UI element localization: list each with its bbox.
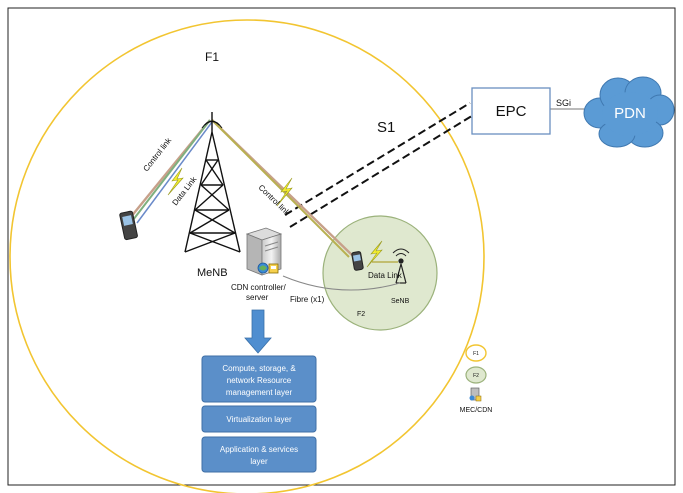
data-link-label: Data Link <box>368 271 403 280</box>
down-arrow-icon <box>244 309 272 354</box>
application-layer-label: Application & services <box>220 445 298 454</box>
legend-f2-symbol <box>465 366 487 384</box>
compute-layer-box <box>201 355 317 403</box>
cdn-controller-label: CDN controller/ <box>231 283 286 292</box>
figure-border <box>7 7 676 486</box>
s1-label: S1 <box>377 119 395 136</box>
left-links <box>129 119 213 224</box>
pdn-label: PDN <box>614 105 646 122</box>
right-links <box>211 119 398 263</box>
lightning-icon <box>167 167 184 196</box>
control-link-label: Control link <box>141 135 173 173</box>
pdn-cloud <box>583 76 675 148</box>
compute-layer-label: Compute, storage, & <box>222 364 296 373</box>
fibre-link <box>282 275 401 291</box>
epc-label: EPC <box>496 103 527 120</box>
menb-label: MeNB <box>197 267 228 279</box>
compute-layer-label: management layer <box>226 388 293 397</box>
virtualization-layer-box <box>201 405 317 433</box>
senb-antenna-icon <box>392 248 410 284</box>
application-layer-label: layer <box>250 457 268 466</box>
menb-tower-icon <box>184 112 241 253</box>
epc-box <box>471 87 551 135</box>
senb-label: SeNB <box>391 298 410 305</box>
cdn-server-icon <box>245 227 283 276</box>
application-layer-box <box>201 436 317 473</box>
f2-label: F2 <box>357 311 365 318</box>
f2-coverage-circle <box>322 215 438 331</box>
control-link-label: Control link <box>257 183 293 218</box>
f1-coverage-circle <box>9 19 485 493</box>
mobile-phone-icon <box>351 251 364 271</box>
legend-f1-symbol <box>465 344 487 362</box>
legend-f1-label: F1 <box>473 351 479 357</box>
sgi-label: SGi <box>556 98 571 108</box>
legend-f2-label: F2 <box>473 373 479 379</box>
compute-layer-label: network Resource <box>227 376 292 385</box>
virtualization-layer-label: Virtualization layer <box>226 415 292 424</box>
f1-label: F1 <box>205 50 219 64</box>
legend-server-icon <box>469 387 482 402</box>
cdn-server-label: server <box>246 293 269 302</box>
lightning-icon <box>366 240 383 268</box>
lightning-icon <box>276 177 293 207</box>
mobile-phone-icon <box>119 210 138 241</box>
s1-backhaul-link <box>284 102 476 228</box>
fibre-label: Fibre (x1) <box>290 295 325 304</box>
legend-mec-label: MEC/CDN <box>460 407 493 414</box>
